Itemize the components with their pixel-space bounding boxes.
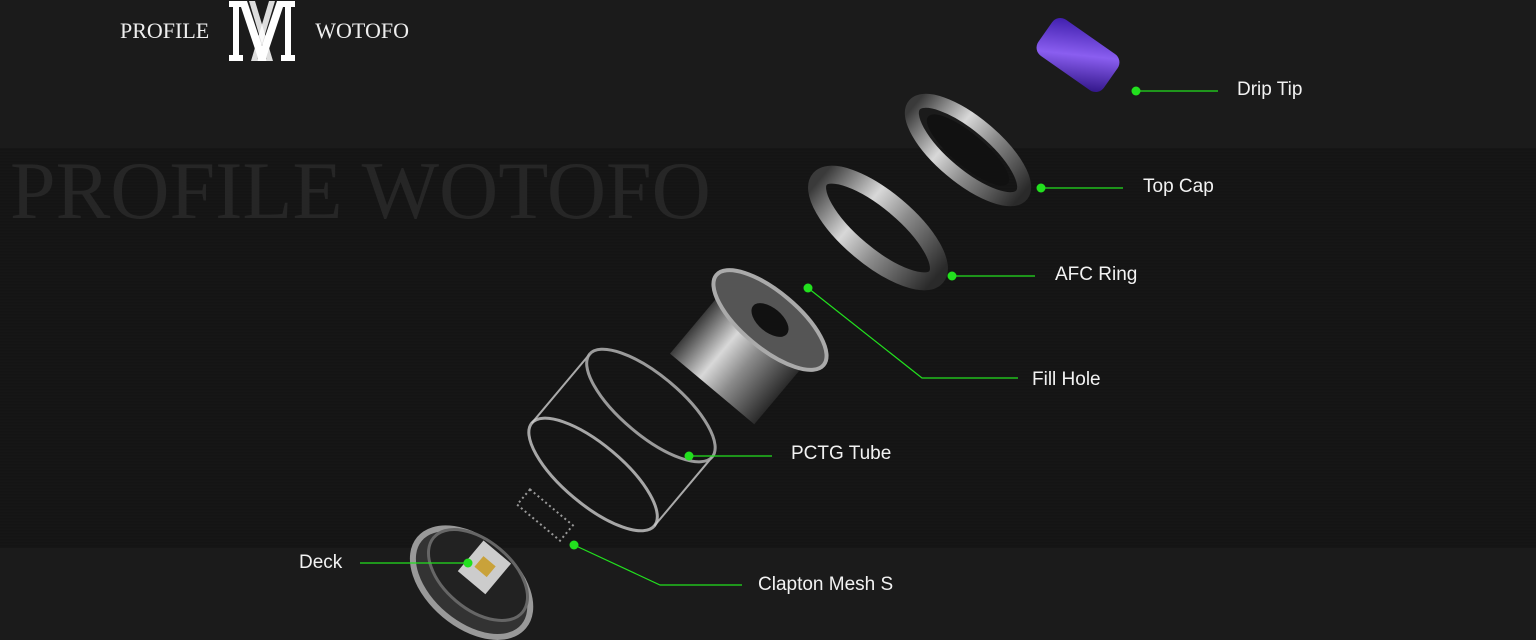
label-fill-hole: Fill Hole [1032, 369, 1101, 390]
brand-right-text: WOTOFO [315, 18, 409, 43]
chimney-part [670, 268, 829, 425]
deck-part [409, 525, 534, 640]
clapton-mesh-coil-part [515, 487, 575, 543]
background-watermark: PROFILE WOTOFO [10, 145, 711, 236]
brand-mark-logo [229, 1, 296, 61]
label-clapton-mesh: Clapton Mesh S [758, 574, 894, 595]
callout-dots [463, 86, 1141, 568]
callout-lines [360, 90, 1218, 586]
top-cap-part [904, 93, 1032, 207]
drip-tip-part [1036, 17, 1120, 93]
label-top-cap: Top Cap [1143, 176, 1214, 197]
label-afc-ring: AFC Ring [1055, 264, 1138, 285]
brand-logo: PROFILE WOTOFO [120, 0, 409, 62]
label-deck: Deck [299, 552, 343, 573]
label-pctg-tube: PCTG Tube [791, 443, 892, 464]
brand-left-text: PROFILE [120, 18, 210, 43]
pctg-tube-part [527, 347, 717, 533]
afc-ring-part [808, 165, 948, 291]
label-drip-tip: Drip Tip [1237, 79, 1303, 100]
